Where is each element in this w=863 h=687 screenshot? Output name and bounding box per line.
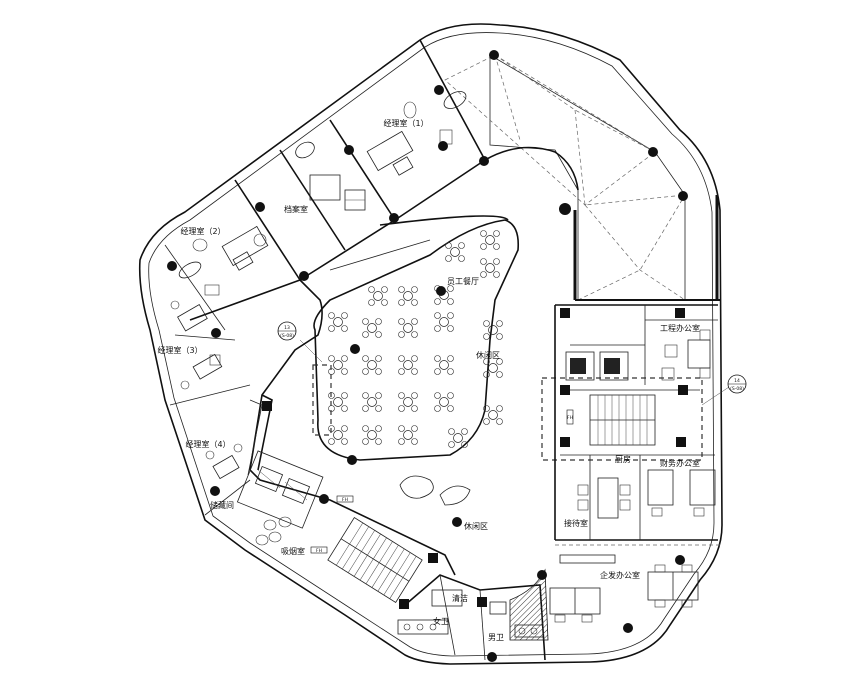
firehose-tag-2: FH xyxy=(316,548,322,554)
engineering-office-furniture xyxy=(661,329,711,381)
finance-office-furniture xyxy=(647,469,716,517)
section-tag-right-number: 14 xyxy=(734,378,740,384)
section-tag-left: 13 (S-08) xyxy=(277,321,297,341)
label-engineering-office: 工程办公室 xyxy=(660,323,700,333)
label-cleaning: 清洁 xyxy=(452,593,468,603)
core-stair xyxy=(589,394,656,446)
label-archive: 档案室 xyxy=(284,204,308,214)
section-tag-right: 14 (S-08) xyxy=(727,374,747,394)
label-manager-1: 经理室（1） xyxy=(383,118,428,128)
firehose-tag-1: FH xyxy=(342,497,348,503)
atrium xyxy=(444,54,720,301)
label-manager-4: 经理室（4） xyxy=(185,439,230,449)
label-equipment-room: 储藏间 xyxy=(210,500,234,510)
label-general-office: 企发办公室 xyxy=(600,570,640,580)
manager-office-3-furniture xyxy=(170,300,223,390)
label-manager-3: 经理室（3） xyxy=(157,345,202,355)
section-tag-right-ref: (S-08) xyxy=(730,386,744,392)
reception-furniture xyxy=(577,477,631,519)
label-female-wc: 女卫 xyxy=(433,616,449,626)
label-finance-office: 财务办公室 xyxy=(660,458,700,468)
outer-wall xyxy=(138,23,723,665)
core-elevators xyxy=(565,351,629,381)
label-lounge-inner: 休闲区 xyxy=(476,350,500,360)
lounge-rug xyxy=(399,475,471,506)
label-smoking-room: 吸烟室 xyxy=(281,546,305,556)
label-pantry: 厨房 xyxy=(615,454,631,464)
section-tag-left-number: 13 xyxy=(284,325,290,331)
section-markers xyxy=(299,339,736,461)
smoking-room-furniture xyxy=(255,516,292,546)
label-lounge-outer: 休闲区 xyxy=(464,521,488,531)
main-stair xyxy=(327,517,423,603)
elevator-lobby xyxy=(236,450,324,529)
manager-office-4-furniture xyxy=(205,443,243,480)
corridor-walls xyxy=(247,279,456,576)
section-tag-left-ref: (S-08) xyxy=(280,333,294,339)
general-office-furniture xyxy=(549,544,720,623)
right-core-walls xyxy=(554,304,718,541)
manager-office-2-furniture xyxy=(178,225,269,296)
firehose-tag-3: FH xyxy=(567,415,573,421)
structural-columns xyxy=(167,50,688,662)
label-manager-2: 经理室（2） xyxy=(180,226,225,236)
label-staff-canteen: 员工餐厅 xyxy=(447,277,479,286)
room-labels: 经理室（1） 档案室 经理室（2） 经理室（3） 经理室（4） 员工餐厅 休闲区… xyxy=(157,118,700,642)
label-male-wc: 男卫 xyxy=(488,633,504,642)
manager-office-1-furniture xyxy=(366,91,467,176)
label-reception: 接待室 xyxy=(564,518,588,528)
washrooms xyxy=(397,568,549,661)
firehose-tags: FH FH FH xyxy=(310,409,574,554)
canteen-tables xyxy=(328,230,503,448)
archive-furniture xyxy=(295,141,366,211)
